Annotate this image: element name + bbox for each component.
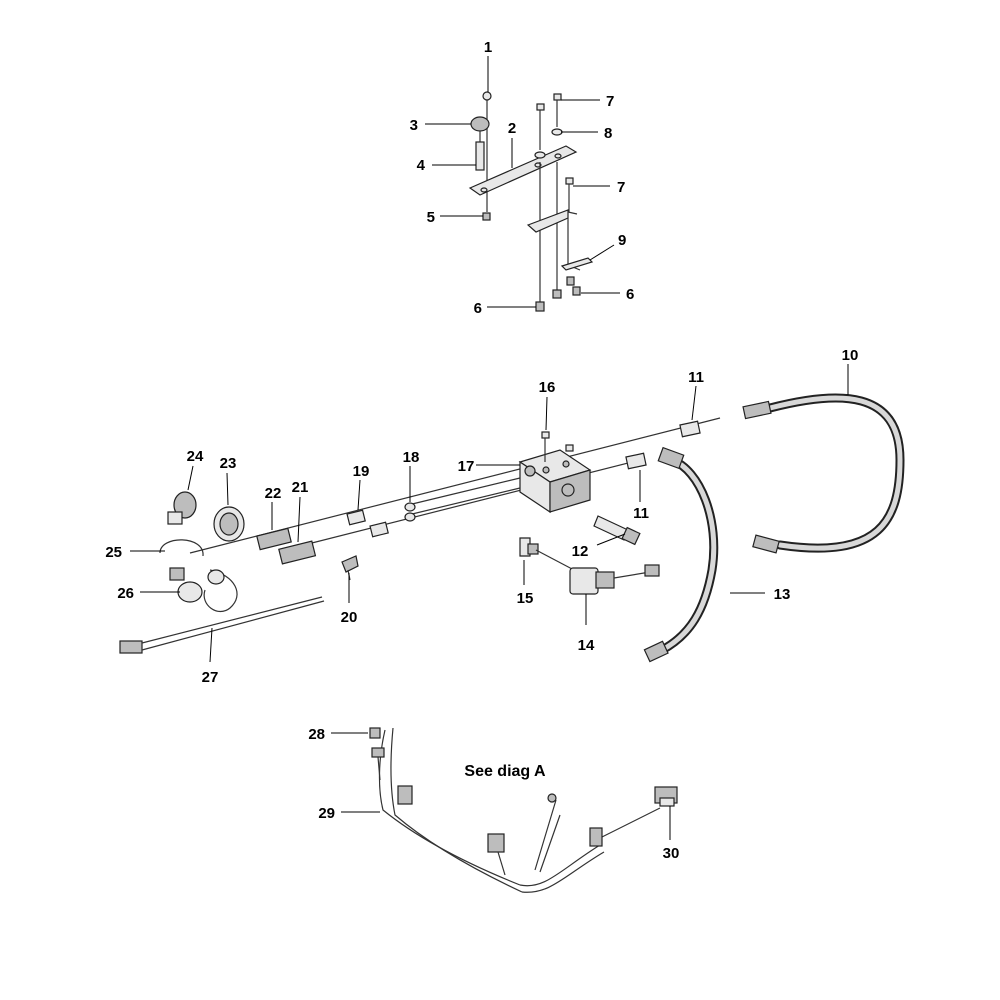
see-diagram-note: See diag A: [464, 763, 546, 780]
callout-7a: 7: [606, 93, 614, 110]
callout-19: 19: [353, 463, 370, 480]
callout-2: 2: [508, 120, 516, 137]
callout-16: 16: [539, 379, 556, 396]
callout-20: 20: [341, 609, 358, 626]
callout-21: 21: [292, 479, 309, 496]
callout-24: 24: [187, 448, 204, 465]
callout-12: 12: [572, 543, 589, 560]
callout-13: 13: [774, 586, 791, 603]
callout-11b: 11: [633, 505, 649, 522]
callout-22: 22: [265, 485, 282, 502]
callout-10: 10: [842, 347, 859, 364]
callout-28: 28: [308, 726, 325, 743]
callout-29: 29: [318, 805, 335, 822]
callout-25: 25: [105, 544, 122, 561]
leader-lines: [130, 56, 849, 840]
callout-5: 5: [427, 209, 435, 226]
callout-1: 1: [484, 39, 492, 56]
callout-labels: 1 2 3 4 5 6 6 7 7 8 9 10 11 11 12 13 14 …: [105, 39, 858, 862]
callout-23: 23: [220, 455, 237, 472]
callout-7b: 7: [617, 179, 625, 196]
callout-17: 17: [458, 458, 475, 475]
callout-14: 14: [578, 637, 595, 654]
callout-8: 8: [604, 125, 612, 142]
callout-6b: 6: [626, 286, 634, 303]
wiring-harness: [369, 727, 678, 893]
callout-27: 27: [202, 669, 219, 686]
hydraulic-assembly: [119, 393, 905, 663]
callout-3: 3: [410, 117, 418, 134]
callout-26: 26: [117, 585, 134, 602]
callout-15: 15: [517, 590, 534, 607]
callout-9: 9: [618, 232, 626, 249]
bracket-assembly: [468, 91, 594, 312]
callout-30: 30: [663, 845, 680, 862]
callout-6a: 6: [474, 300, 482, 317]
callout-18: 18: [403, 449, 420, 466]
callout-4: 4: [417, 157, 426, 174]
callout-11a: 11: [688, 369, 704, 386]
